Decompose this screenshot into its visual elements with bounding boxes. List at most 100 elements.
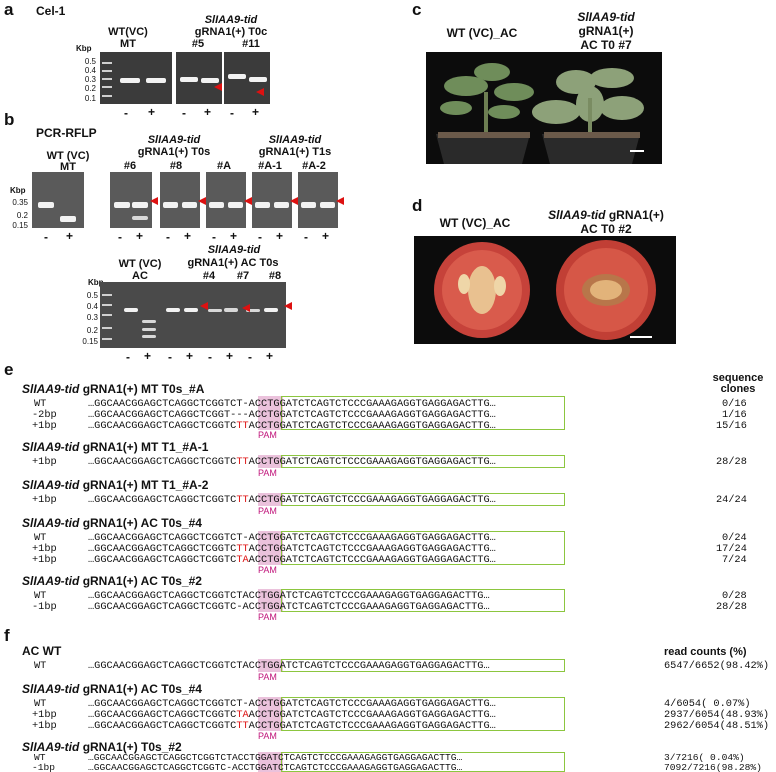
arrow-icon <box>214 83 222 91</box>
b-gel-a2 <box>298 172 338 228</box>
seq-count: 28/28 <box>716 456 747 468</box>
a-gel-5 <box>176 52 222 104</box>
a-tick: 0.3 <box>84 75 96 84</box>
b-gel-6 <box>110 172 152 228</box>
b-ac-plus: + <box>144 349 152 363</box>
seq-row: …GGCAACGGAGCTCAGGCTCGGTCTTACCTGGATCTCAGT… <box>88 420 496 432</box>
guide-box <box>281 659 565 672</box>
b-plus: + <box>136 229 144 243</box>
b-line-a1: #A-1 <box>258 160 282 172</box>
b-ac-tick: 0.4 <box>86 302 98 311</box>
c-gene: SlIAA9-tid <box>577 10 635 24</box>
b-ac-line-8: #8 <box>268 270 282 282</box>
pam-label: PAM <box>258 731 277 741</box>
panel-label-b: b <box>4 110 15 129</box>
guide-box <box>281 396 565 430</box>
a-kbp: Kbp <box>76 44 92 53</box>
seq-row: …GGCAACGGAGCTCAGGCTCGGTCTACCTGGATCTCAGTC… <box>88 660 490 672</box>
pam-label: PAM <box>258 612 277 622</box>
pam-label: PAM <box>258 672 277 682</box>
seq-row: …GGCAACGGAGCTCAGGCTCGGTCTTACCTGGATCTCAGT… <box>88 543 496 555</box>
d-wt: WT (VC)_AC <box>439 216 511 230</box>
guide-box <box>281 531 565 565</box>
seq-row: …GGCAACGGAGCTCAGGCTCGGT---ACCTGGATCTCAGT… <box>88 409 496 421</box>
b-minus: - <box>44 230 48 244</box>
seq-count: 0/28 <box>722 590 747 602</box>
f-block-title: SlIAA9-tid gRNA1(+) AC T0s_#4 <box>22 682 202 696</box>
b-ac-plus: + <box>266 349 274 363</box>
f-block-title: SlIAA9-tid gRNA1(+) T0s_#2 <box>22 740 182 754</box>
arrow-icon <box>290 197 298 205</box>
a-gene: SlIAA9-tid <box>204 14 258 26</box>
seq-row: …GGCAACGGAGCTCAGGCTCGGTCT-ACCTGGATCTCAGT… <box>88 532 496 544</box>
b-minus: - <box>258 230 262 244</box>
seq-count: 4/6054( 0.07%) <box>664 698 751 710</box>
b-ac-gel <box>100 282 286 348</box>
b-ac-line-4: #4 <box>202 270 216 282</box>
cel1-title: Cel-1 <box>36 4 66 18</box>
c-plant-photo <box>426 52 662 164</box>
a-tick: 0.5 <box>84 57 96 66</box>
b-minus: - <box>118 230 122 244</box>
e-block-title: SlIAA9-tid gRNA1(+) MT T1_#A-2 <box>22 478 209 492</box>
b-ac-construct: gRNA1(+) AC T0s <box>187 257 279 269</box>
seq-row: …GGCAACGGAGCTCAGGCTCGGTCTACCTGGATCTCAGTC… <box>88 752 463 763</box>
seq-label: WT <box>34 398 47 410</box>
a-line-11: #11 <box>242 38 260 50</box>
d-fruit-photo <box>414 236 676 344</box>
seq-count: 6547/6652(98.42%) <box>664 660 770 672</box>
pam-highlight <box>258 396 283 430</box>
b-gel-wt <box>32 172 84 228</box>
b-t0: gRNA1(+) T0s <box>137 146 211 158</box>
a-minus: - <box>182 106 186 120</box>
panel-label-e: e <box>4 360 14 379</box>
b-gene-t1: SlIAA9-tid <box>268 134 322 146</box>
a-plus: + <box>204 105 212 119</box>
arrow-icon <box>242 304 250 312</box>
c-wt: WT (VC)_AC <box>446 26 518 40</box>
seq-row: …GGCAACGGAGCTCAGGCTCGGTC-ACCTGGATCTCAGTC… <box>88 601 490 613</box>
e-block-title: SlIAA9-tid gRNA1(+) AC T0s_#4 <box>22 516 202 530</box>
c-line: AC T0 #7 <box>580 38 632 52</box>
b-line-a: #A <box>216 160 232 172</box>
seq-row: …GGCAACGGAGCTCAGGCTCGGTCTTACCTGGATCTCAGT… <box>88 720 496 732</box>
b-gene: SlIAA9-tid <box>147 134 201 146</box>
seq-count: 2962/6054(48.51%) <box>664 720 770 732</box>
panel-label-d: d <box>412 196 423 215</box>
b-tick: 0.2 <box>16 211 28 220</box>
pam-label: PAM <box>258 506 277 516</box>
a-plus: + <box>252 105 260 119</box>
guide-box <box>281 589 565 612</box>
seq-count: 28/28 <box>716 601 747 613</box>
pam-highlight <box>258 659 283 672</box>
e-header-sequence: sequence <box>712 372 764 384</box>
b-ac-tick: 0.3 <box>86 313 98 322</box>
b-tick: 0.35 <box>12 198 28 207</box>
seq-label: WT <box>34 698 47 710</box>
d-construct: gRNA1(+) <box>608 208 664 222</box>
b-line-6: #6 <box>123 160 137 172</box>
b-ac-kbp: Kbp <box>88 278 104 287</box>
b-ac-plus: + <box>226 349 234 363</box>
b-gel-8 <box>160 172 200 228</box>
pam-label: PAM <box>258 565 277 575</box>
c-construct: gRNA1(+) <box>578 24 634 38</box>
seq-label: WT <box>34 660 47 672</box>
a-gel-wt <box>100 52 172 104</box>
a-tick: 0.4 <box>84 66 96 75</box>
pam-highlight <box>258 752 283 772</box>
a-tick: 0.2 <box>84 84 96 93</box>
e-block-title: SlIAA9-tid gRNA1(+) MT T0s_#A <box>22 382 205 396</box>
seq-row: …GGCAACGGAGCTCAGGCTCGGTCTTACCTGGATCTCAGT… <box>88 456 496 468</box>
seq-label: +1bp <box>32 709 57 721</box>
b-ac-plus: + <box>186 349 194 363</box>
b-ac-minus: - <box>168 350 172 364</box>
seq-label: +1bp <box>32 494 57 506</box>
guide-box <box>281 493 565 506</box>
seq-count: 7092/7216(98.28%) <box>664 762 762 772</box>
seq-count: 3/7216( 0.04%) <box>664 752 745 763</box>
seq-count: 1/16 <box>722 409 747 421</box>
d-line: AC T0 #2 <box>580 222 632 236</box>
seq-row: …GGCAACGGAGCTCAGGCTCGGTCT-ACCTGGATCTCAGT… <box>88 698 496 710</box>
b-gel-a <box>206 172 246 228</box>
